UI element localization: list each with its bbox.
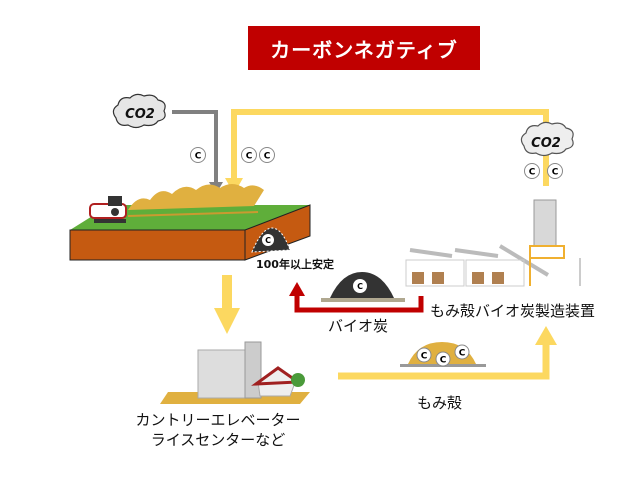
- device-label: もみ殻バイオ炭製造装置: [430, 302, 596, 320]
- carbon-icon: C: [416, 347, 432, 363]
- elevator-label-line1: カントリーエレベーター: [135, 411, 301, 429]
- biochar-device-illustration: [405, 199, 581, 287]
- yellow-down-arrow: [214, 275, 240, 334]
- elevator-label: カントリーエレベーター ライスセンターなど: [128, 410, 308, 450]
- svg-text:C: C: [195, 152, 202, 162]
- yellow-husk-arrow: [338, 326, 557, 380]
- carbon-icon: C: [190, 147, 206, 163]
- svg-text:C: C: [421, 352, 428, 362]
- stable-100-years-label: 100年以上安定: [256, 258, 334, 271]
- biochar-label: バイオ炭: [328, 317, 389, 335]
- svg-text:C: C: [459, 349, 466, 359]
- svg-text:C: C: [265, 236, 271, 245]
- rice-husk-label: もみ殻: [417, 394, 463, 412]
- rice-field-illustration: C: [69, 184, 311, 261]
- biochar-pile-icon: C: [321, 272, 405, 302]
- elevator-label-line2: ライスセンターなど: [150, 431, 286, 449]
- svg-text:C: C: [357, 282, 363, 291]
- harvester-icon: [89, 196, 127, 223]
- svg-text:C: C: [552, 168, 559, 178]
- co2-cloud-left: CO2: [112, 93, 166, 129]
- carbon-icon: C: [454, 344, 470, 360]
- co2-cloud-right: CO2: [520, 121, 574, 157]
- red-biochar-arrow: [289, 282, 424, 313]
- country-elevator-illustration: [160, 341, 310, 404]
- carbon-icon: C: [259, 147, 275, 163]
- svg-text:C: C: [264, 152, 271, 162]
- svg-text:CO2: CO2: [125, 107, 155, 122]
- rice-husk-pile-icon: C C C: [400, 342, 486, 367]
- carbon-icon: C: [435, 351, 451, 367]
- buried-biochar-icon: C: [251, 227, 291, 253]
- svg-text:CO2: CO2: [531, 136, 561, 151]
- svg-text:C: C: [529, 168, 536, 178]
- carbon-icon: C: [547, 163, 563, 179]
- svg-text:C: C: [246, 152, 253, 162]
- carbon-icon: C: [524, 163, 540, 179]
- carbon-icon: C: [241, 147, 257, 163]
- diagram-title: カーボンネガティブ: [248, 26, 480, 70]
- svg-text:C: C: [440, 356, 447, 366]
